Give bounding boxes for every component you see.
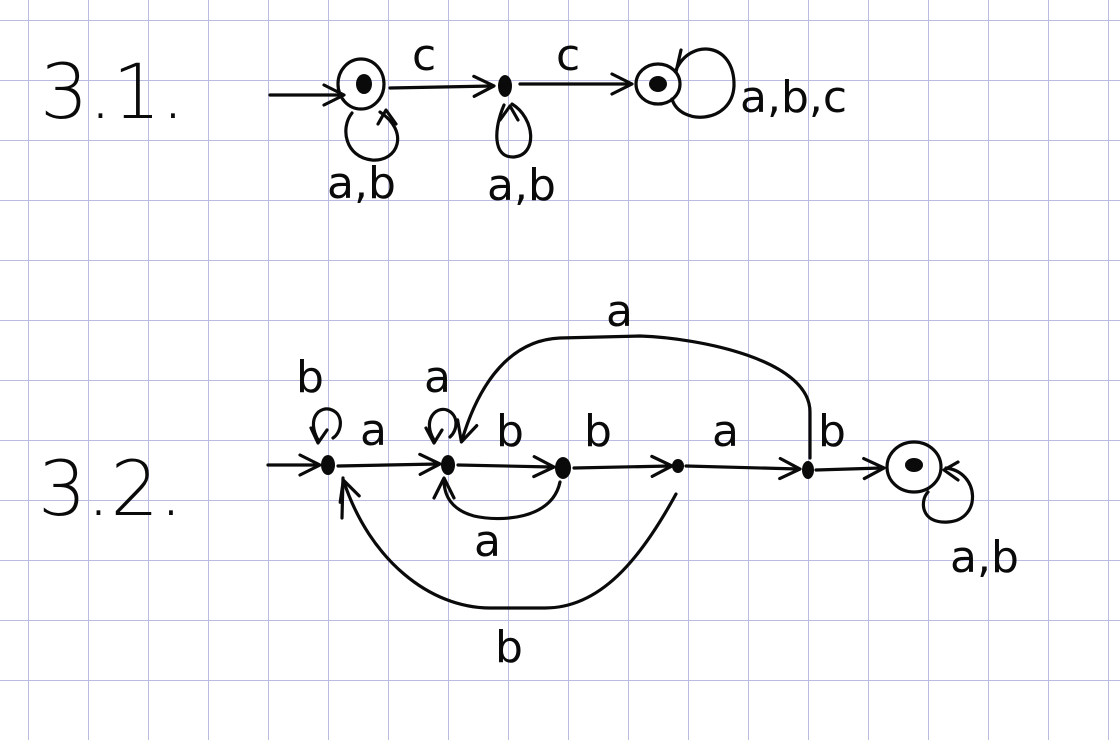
label-loop-q1: a,b: [487, 160, 556, 211]
edge-s1-s2: [456, 455, 556, 479]
label-c2: c: [556, 30, 580, 81]
state-s2: [555, 457, 571, 479]
loop-q0-arrowhead: [376, 108, 398, 126]
loop-q1-arrowhead: [498, 104, 520, 122]
state-q2-accepting: [634, 62, 682, 106]
edge-s0-s1: [336, 452, 442, 476]
state-s3: [672, 459, 684, 473]
state-s5-accepting: [885, 440, 943, 494]
heading-3-2: 3.2.: [38, 444, 183, 533]
label-s4-s5: b: [818, 406, 846, 457]
loop-q1: [495, 102, 533, 159]
loop-q2: [670, 47, 736, 119]
loop-q0: [344, 110, 400, 162]
edge-s4-s1: [456, 334, 812, 460]
state-s0: [321, 455, 335, 475]
edge-s2-s1: [432, 476, 562, 521]
label-s3-s0: b: [495, 622, 523, 673]
label-loop-s0: b: [296, 352, 324, 403]
edge-s3-s0: [338, 478, 678, 610]
edge-s2-s3: [572, 454, 674, 478]
state-q0-accepting: [336, 57, 386, 111]
label-s1-s2: b: [496, 406, 524, 457]
loop-s5-arrowhead: [942, 460, 960, 482]
loop-q2-tick: [674, 48, 683, 74]
state-s4: [802, 461, 814, 479]
state-q1: [498, 75, 512, 97]
label-s0-s1: a: [360, 405, 387, 456]
label-s3-s4: a: [712, 406, 739, 457]
loop-s1-arrowhead: [424, 426, 444, 445]
label-s4-s1: a: [606, 286, 633, 337]
label-loop-s1: a: [424, 352, 451, 403]
loop-s5: [921, 466, 975, 524]
loop-s0: [311, 407, 342, 442]
label-loop-q2: a,b,c: [740, 72, 847, 123]
problem-3-2: 3.2. b a a b a b: [38, 286, 1019, 673]
label-loop-s5: a,b: [950, 532, 1019, 583]
edge-s3-s0-tail: [340, 476, 345, 520]
problem-3-1: 3.1. a,b c a,b c a,b,c: [40, 30, 847, 211]
state-s1: [441, 455, 455, 475]
label-c1: c: [412, 30, 436, 81]
loop-s0-arrowhead: [309, 426, 329, 445]
heading-3-1: 3.1.: [40, 47, 185, 136]
edge-s4-s5: [814, 456, 886, 481]
label-loop-q0: a,b: [327, 158, 396, 209]
loop-s1: [427, 407, 458, 442]
label-s2-s3: b: [584, 406, 612, 457]
edge-q0-q1: [388, 74, 496, 98]
edge-s3-s4: [684, 456, 802, 481]
label-s2-s1: a: [474, 516, 501, 567]
